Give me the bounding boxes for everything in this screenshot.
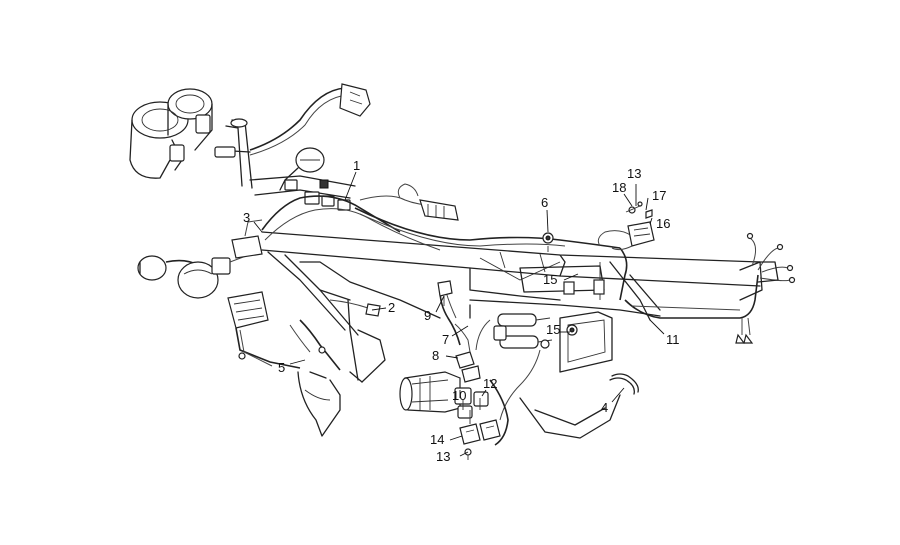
fuse-holder xyxy=(475,313,578,421)
instrument-cluster xyxy=(129,88,213,179)
callout-4: 4 xyxy=(601,400,608,415)
connector-8 xyxy=(454,323,481,383)
callout-10: 10 xyxy=(452,388,466,403)
callout-7: 7 xyxy=(442,332,449,347)
callout-14: 14 xyxy=(430,432,444,447)
relay-block xyxy=(454,387,489,419)
callout-15-upper: 15 xyxy=(543,272,557,287)
callout-11: 11 xyxy=(666,332,680,347)
relay-bracket xyxy=(611,201,655,251)
callout-6: 6 xyxy=(541,195,548,210)
stand-switch-wire xyxy=(289,319,341,371)
callout-1: 1 xyxy=(353,158,360,173)
sensor-2 xyxy=(329,299,381,317)
rail-15 xyxy=(519,265,605,295)
starter-motor xyxy=(399,371,461,413)
horn xyxy=(279,147,325,191)
callout-3: 3 xyxy=(243,210,250,225)
handlebar xyxy=(214,83,371,189)
callout-17: 17 xyxy=(652,188,666,203)
callout-15-lower: 15 xyxy=(546,322,560,337)
callout-18: 18 xyxy=(612,180,626,195)
cdi-box xyxy=(227,291,301,369)
callouts: 1 2 3 4 5 6 7 8 9 10 11 12 13 13 14 15 1… xyxy=(243,158,680,464)
callout-8: 8 xyxy=(432,348,439,363)
callout-9: 9 xyxy=(424,308,431,323)
clip-4 xyxy=(609,373,639,395)
connector-14 xyxy=(459,379,509,460)
left-cover xyxy=(297,371,341,437)
leader-lines xyxy=(253,171,665,457)
callout-2: 2 xyxy=(388,300,395,315)
grommet-6 xyxy=(542,232,554,252)
main-harness xyxy=(354,207,796,344)
connector-9 xyxy=(437,280,461,346)
callout-16: 16 xyxy=(656,216,670,231)
frame xyxy=(261,231,763,439)
callout-13-bottom: 13 xyxy=(436,449,450,464)
junction-box xyxy=(231,219,263,259)
callout-5: 5 xyxy=(278,360,285,375)
callout-13-top: 13 xyxy=(627,166,641,181)
callout-12: 12 xyxy=(483,376,497,391)
